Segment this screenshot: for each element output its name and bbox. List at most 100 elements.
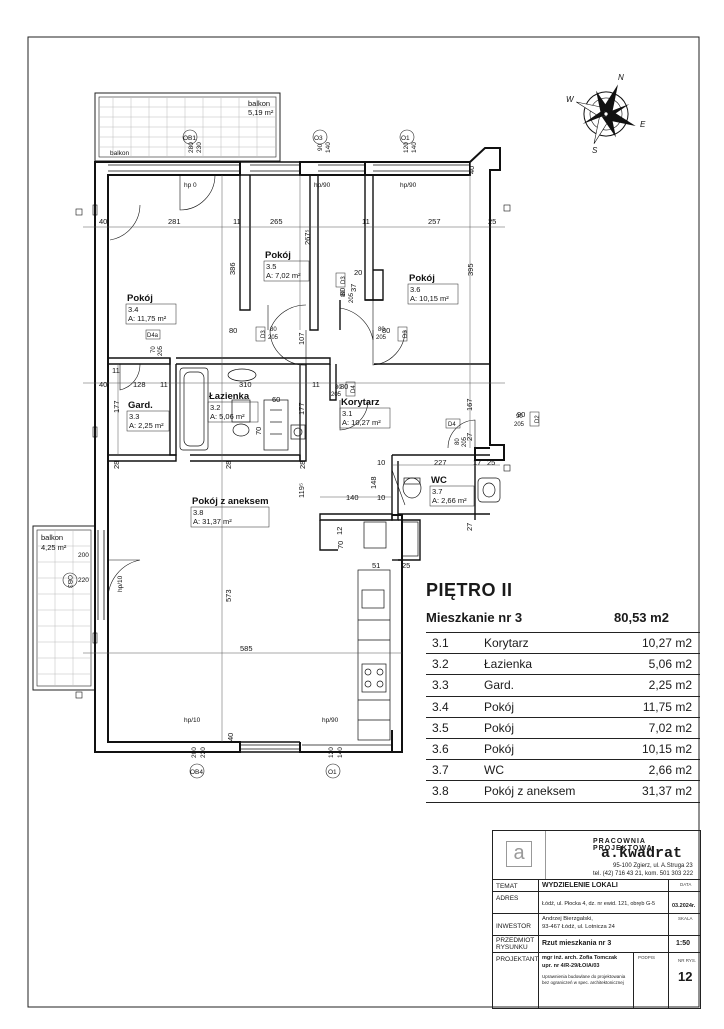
- door-height: 205: [158, 345, 164, 356]
- dim-label: 12: [335, 527, 344, 535]
- dim-label: 11: [112, 366, 120, 375]
- room-area: A: 31,37 m²: [193, 517, 232, 526]
- row-area: 10,27 m2: [614, 631, 700, 654]
- dim-label: 177: [112, 400, 121, 413]
- row-number: 3.3: [426, 674, 484, 697]
- balcony-top: [94, 92, 281, 162]
- tb-value: Uprawnienia budowlane do projektowania: [542, 974, 626, 979]
- tb-key: DATA: [680, 882, 692, 887]
- balcony-left: [32, 525, 96, 691]
- dim-label: 281: [168, 217, 181, 226]
- door-width: 80: [378, 327, 385, 333]
- balcony-label: balkon: [110, 150, 130, 157]
- compass-e: E: [640, 120, 646, 129]
- tb-value: Łódź, ul. Płocka 4, dz. nr ewid. 121, ob…: [542, 901, 656, 907]
- door-tag: D4: [448, 422, 456, 428]
- tb-drawing-number: 12: [678, 969, 693, 984]
- opening-height: 140: [325, 142, 332, 153]
- balcony-label: balkon: [248, 99, 270, 108]
- tb-date: 03.2024r.: [672, 903, 696, 909]
- row-area: 7,02 m2: [614, 716, 700, 739]
- row-area: 2,66 m2: [614, 759, 700, 781]
- dim-label: 20: [354, 268, 362, 277]
- tb-value: mgr inż. arch. Zofia Tomczak: [542, 955, 618, 961]
- room-name: Gard.: [128, 400, 153, 411]
- door-height: 205: [331, 392, 342, 398]
- row-name: Korytarz: [484, 631, 614, 654]
- row-number: 3.7: [426, 759, 484, 781]
- row-area: 11,75 m2: [614, 695, 700, 718]
- dim-label: 177: [297, 402, 306, 415]
- opening-sill: 120: [328, 747, 335, 758]
- dim-label: 227: [434, 458, 447, 467]
- room-number: 3.4: [128, 305, 138, 314]
- title-block: a PRACOWNIA PROJEKTOWA a.kwadrat 95-100 …: [492, 830, 701, 1009]
- row-name: Pokój: [484, 716, 614, 739]
- opening-tag: OB1: [183, 135, 196, 142]
- door-swings: [107, 174, 476, 601]
- tb-key: INWESTOR: [496, 923, 531, 930]
- dimension-labels: 40 281 11 265 11 257 25 386 267⁵ 395 128…: [99, 166, 525, 741]
- door-tag: D3: [403, 330, 409, 338]
- dim-label: 37: [349, 284, 358, 292]
- tb-divider: [633, 952, 634, 1008]
- dim-label: 40: [99, 217, 107, 226]
- dim-label: 148: [369, 476, 378, 489]
- room-name: Pokój z aneksem: [192, 496, 269, 507]
- door-width: 80: [335, 385, 342, 391]
- dim-label: 27: [465, 523, 474, 531]
- opening-sill: 90: [317, 143, 324, 151]
- dim-label: 11: [233, 217, 241, 226]
- dim-label: 119⁵: [297, 483, 306, 498]
- dim-label: 386: [228, 262, 237, 275]
- dim-label: 265: [270, 217, 283, 226]
- tb-value: upr. nr 4/R-29/ŁOIA/03: [542, 963, 600, 969]
- door-tag: D3: [341, 276, 347, 284]
- dim-label: 90: [517, 410, 525, 419]
- balcony-area: 5,19 m²: [248, 108, 274, 117]
- windows: [97, 164, 470, 750]
- opening-height: 140: [337, 747, 344, 758]
- opening-hp: hp/90: [314, 182, 331, 189]
- firm-tagline: PRACOWNIA PROJEKTOWA: [593, 838, 653, 852]
- row-number: 3.5: [426, 716, 484, 739]
- compass-rose: [576, 84, 636, 144]
- tb-row-inwestor: INWESTOR Andrzej Bierzgalski, 93-467 Łód…: [493, 913, 700, 936]
- tb-row-adres: ADRES Łódź, ul. Płocka 4, dz. nr ewid. 1…: [493, 891, 700, 914]
- room-name: Korytarz: [341, 397, 380, 408]
- dim-label: 25: [488, 217, 496, 226]
- dim-label: 80: [229, 326, 237, 335]
- room-area: A: 10,15 m²: [410, 294, 449, 303]
- room-number: 3.5: [266, 262, 276, 271]
- door-height: 205: [514, 422, 525, 428]
- opening-hp: hp/90: [322, 717, 339, 724]
- tb-value: WYDZIELENIE LOKALI: [542, 882, 618, 889]
- door-width: 80: [455, 438, 461, 445]
- dim-label: 60: [272, 395, 280, 404]
- door-tag: D3: [261, 330, 267, 338]
- row-name: Pokój z aneksem: [484, 780, 614, 803]
- tb-key: ADRES: [496, 895, 519, 902]
- row-name: Gard.: [484, 674, 614, 697]
- dim-label: 395: [466, 263, 475, 276]
- dim-label: 40: [99, 380, 107, 389]
- door-tag: D4: [351, 385, 357, 393]
- door-markers: D3 80 205 D3 80 205 D4a 70 205 D4 80 205…: [145, 272, 541, 447]
- opening-hp: hp 0: [184, 182, 197, 189]
- dim-label: 28: [298, 461, 307, 469]
- dim-label: 10: [377, 458, 385, 467]
- row-area: 2,25 m2: [614, 674, 700, 697]
- tb-divider: [538, 879, 539, 1008]
- dim-label: 267⁵: [303, 229, 312, 245]
- tb-key: TEMAT: [496, 883, 518, 890]
- room-area: A: 5,06 m²: [210, 412, 245, 421]
- dim-label: 28: [224, 461, 233, 469]
- opening-sill: 200: [78, 552, 89, 559]
